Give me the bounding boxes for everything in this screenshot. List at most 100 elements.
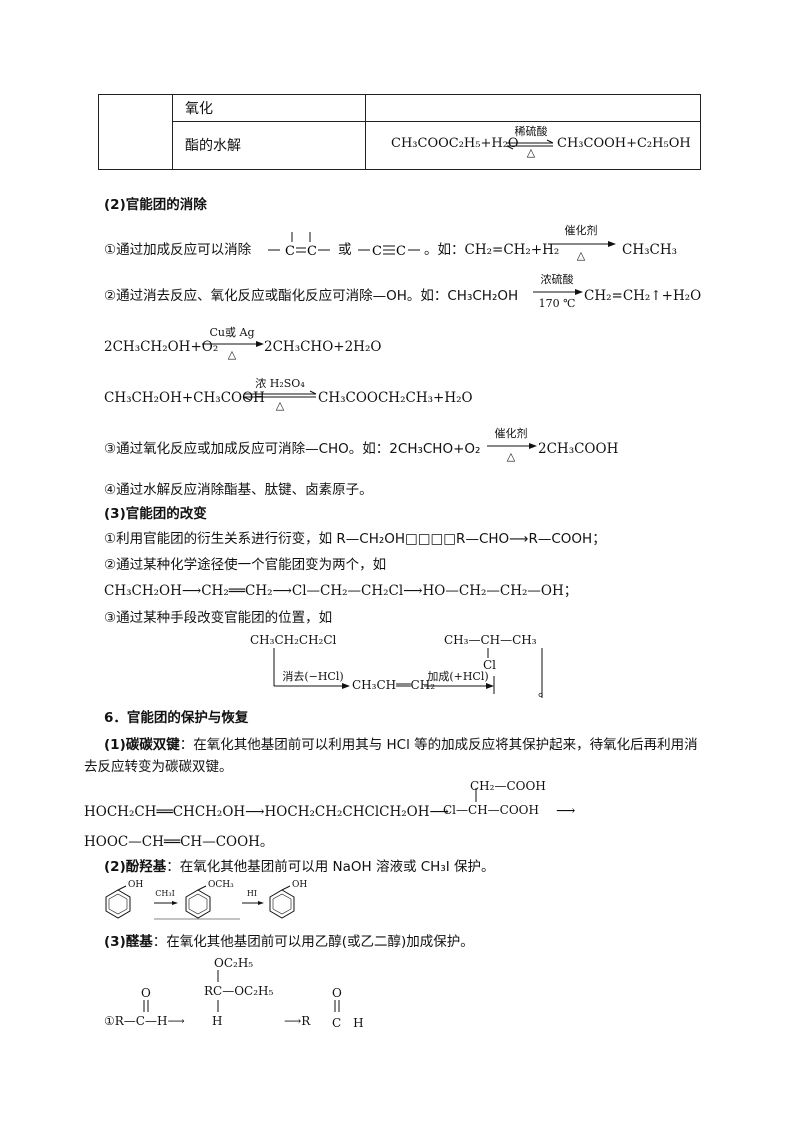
a-left: ①R—C—H⟶	[104, 1014, 185, 1028]
s6-r1-end: ⟶	[556, 803, 576, 819]
s6-p2: (2)酚羟基：在氧化其他基团前可以用 NaOH 溶液或 CH₃I 保护。	[104, 857, 495, 877]
s2-line1-eg: 。如：CH₂=CH₂+H₂	[424, 242, 560, 258]
s2-line3-right: 2CH₃CHO+2H₂O	[264, 339, 382, 355]
s6-p3-text: ：在氧化其他基团前可以用乙醇(或乙二醇)加成保护。	[152, 934, 474, 950]
s2-line5-right: 2CH₃COOH	[538, 441, 619, 457]
s2-line1-arrow	[548, 241, 616, 247]
ph-cond2: HI	[246, 889, 258, 898]
s2-line1-or: 或	[338, 242, 352, 258]
ph-arrow1	[154, 901, 178, 905]
alkene-structure: C C	[268, 232, 330, 259]
d-right-top: CH₃—CH—CH₃	[444, 633, 537, 647]
s2-line6-text: ④通过水解反应消除酯基、肽键、卤素原子。	[104, 482, 373, 498]
s3-line4: ③通过某种手段改变官能团的位置，如	[104, 610, 333, 626]
section-3-heading: (3)官能团的改变	[104, 506, 207, 522]
s2-line2-product: CH₂=CH₂↑+H₂O	[584, 288, 702, 304]
s2-line3-cond-bottom: △	[227, 348, 237, 361]
d-lines	[273, 648, 543, 698]
reversible-arrow	[506, 139, 554, 150]
benzene-ring-1	[105, 885, 131, 919]
s3-line1: ①利用官能团的衍生关系进行衍变，如 R—CH₂OH□□□□R—CHO⟶R—COO…	[104, 531, 606, 547]
s6-p3-bold: (3)醛基	[104, 934, 153, 950]
a-O1: O	[141, 986, 151, 1000]
s2-line2-arrow	[533, 289, 583, 295]
s6-p1-line1: (1)碳碳双键：在氧化其他基团前可以利用其与 HCl 等的加成反应将其保护起来，…	[104, 735, 698, 755]
s2-line4-reversible-arrow	[243, 390, 317, 401]
d-mid: CH₃CH══CH₂	[352, 678, 436, 692]
s6-r1-bond	[475, 788, 477, 802]
eq-right: CH₃COOH+C₂H₅OH	[557, 136, 691, 151]
s6-p2-text: ：在氧化其他基团前可以用 NaOH 溶液或 CH₃I 保护。	[166, 859, 495, 875]
s6-r2: HOOC—CH══CH—COOH。	[84, 834, 274, 850]
d-right-cl: Cl	[483, 658, 497, 672]
s2-line3-left: 2CH₃CH₂OH+O₂	[104, 339, 219, 355]
s6-r1-main: HOCH₂CH══CHCH₂OH⟶HOCH₂CH₂CHClCH₂OH⟶	[84, 804, 449, 820]
benzene-ring-2	[185, 885, 211, 919]
a-mid-top: OC₂H₅	[214, 956, 254, 970]
benzene-ring-3	[269, 885, 295, 919]
position-change-diagram: CH₃CH₂CH₂Cl CH₃—CH—CH₃ Cl CH₃CH══CH₂ 消去(…	[248, 630, 548, 700]
s2-line1-cond-bottom: △	[576, 249, 586, 262]
svg-text:C: C	[307, 244, 317, 259]
ph-arrow2	[242, 901, 264, 905]
s2-line1-product: CH₃CH₃	[622, 242, 678, 258]
s2-line3-cond-top: Cu或 Ag	[209, 326, 255, 339]
s6-p1-text: ：在氧化其他基团前可以利用其与 HCl 等的加成反应将其保护起来，待氧化后再利用…	[179, 737, 698, 753]
phenol-scheme: OH CH₃I OCH₃ HI OH	[104, 880, 314, 920]
svg-text:C: C	[372, 244, 382, 259]
s6-r1-bottom: Cl—CH—COOH	[443, 803, 539, 817]
s2-line4-cond-top: 浓 H₂SO₄	[255, 377, 305, 390]
s6-p2-bold: (2)酚羟基	[104, 859, 167, 875]
ester-hydrolysis-equation: CH₃COOC₂H₅+H₂O 稀硫酸 △ CH₃COOH+C₂H₅OH	[391, 125, 701, 163]
s2-line3-arrow	[202, 341, 264, 347]
s6-r1-top: CH₂—COOH	[470, 779, 546, 793]
a-bond-up	[217, 970, 219, 982]
a-right: C H	[332, 1016, 364, 1030]
s2-line5-cond-bottom: △	[506, 450, 516, 463]
table-row2-label: 酯的水解	[185, 138, 241, 154]
eq-left: CH₃COOC₂H₅+H₂O	[391, 136, 519, 151]
s6-p1-line2: 去反应转变为碳碳双键。	[84, 759, 233, 775]
section-2-heading: (2)官能团的消除	[104, 197, 207, 213]
reaction-table: 氧化 酯的水解 CH₃COOC₂H₅+H₂O 稀硫酸 △ CH₃COOH+C₂H…	[98, 94, 701, 170]
a-O2: O	[332, 986, 342, 1000]
s2-line2-text: ②通过消去反应、氧化反应或酯化反应可消除—OH。如：CH₃CH₂OH	[104, 288, 519, 304]
a-double-bond-1	[143, 1000, 149, 1012]
aldehyde-scheme: O ①R—C—H⟶ OC₂H₅ RC—OC₂H₅ H ⟶R O C H	[104, 954, 384, 1034]
svg-text:C: C	[396, 244, 406, 259]
alkyne-structure: C C	[358, 244, 420, 259]
a-double-bond-2	[334, 1000, 340, 1012]
d-left: CH₃CH₂CH₂Cl	[250, 633, 337, 647]
a-bond-down	[217, 1000, 219, 1012]
section-6-heading: 6．官能团的保护与恢复	[104, 710, 249, 726]
d-cond1: 消去(−HCl)	[282, 670, 344, 683]
s6-p3: (3)醛基：在氧化其他基团前可以用乙醇(或乙二醇)加成保护。	[104, 932, 474, 952]
d-cond2: 加成(+HCl)	[427, 670, 489, 683]
s2-line5-text: ③通过氧化反应或加成反应可消除—CHO。如：2CH₃CHO+O₂	[104, 441, 481, 457]
s2-line1-text: ①通过加成反应可以消除	[104, 242, 252, 258]
s6-p1-bold: (1)碳碳双键	[104, 737, 180, 753]
s3-line3: CH₃CH₂OH⟶CH₂══CH₂⟶Cl—CH₂—CH₂Cl⟶HO—CH₂—CH…	[104, 583, 578, 599]
d-end: 。	[538, 684, 552, 700]
a-arrow: ⟶R	[284, 1014, 311, 1028]
svg-text:C: C	[285, 244, 295, 259]
s2-line1-cond-top: 催化剂	[564, 224, 598, 237]
ph1: OH	[128, 880, 144, 890]
s2-line2-cond-top: 浓硫酸	[540, 273, 574, 286]
eq-cond-bottom: △	[526, 146, 536, 159]
s2-line4-right: CH₃COOCH₂CH₃+H₂O	[318, 390, 473, 406]
eq-cond-top: 稀硫酸	[514, 125, 548, 138]
table-row1-label: 氧化	[185, 101, 213, 117]
ph3: OH	[292, 880, 308, 890]
s3-line2: ②通过某种化学途径使一个官能团变为两个，如	[104, 557, 387, 573]
s2-line2-cond-bottom: 170 ℃	[538, 297, 576, 310]
s2-line4-cond-bottom: △	[275, 399, 285, 412]
ph-underline	[154, 918, 240, 920]
a-mid-h: H	[212, 1014, 223, 1028]
s2-line5-arrow	[487, 443, 537, 449]
a-mid-rc: RC—OC₂H₅	[204, 984, 274, 998]
s2-line4-left: CH₃CH₂OH+CH₃COOH	[104, 390, 265, 406]
ph2: OCH₃	[208, 880, 234, 890]
s2-line5-cond-top: 催化剂	[494, 427, 528, 440]
ph-cond1: CH₃I	[155, 889, 175, 898]
